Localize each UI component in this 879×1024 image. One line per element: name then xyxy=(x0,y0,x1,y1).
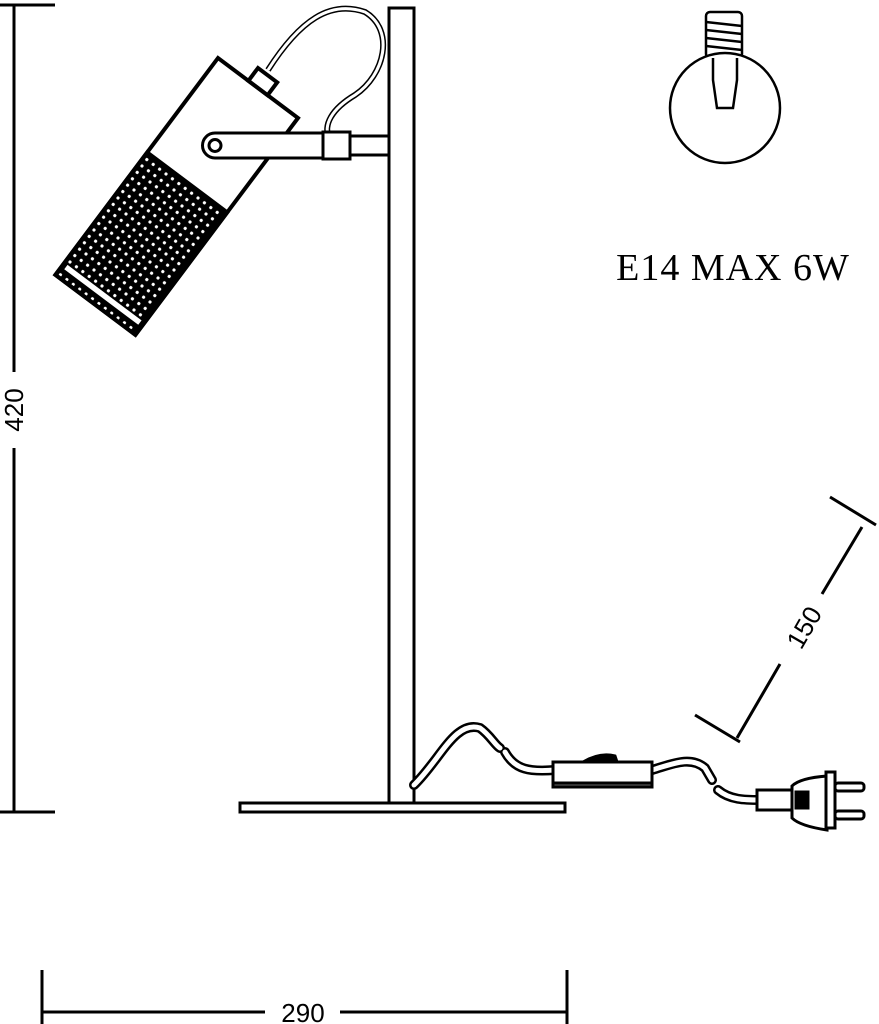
width-label: 290 xyxy=(281,998,324,1024)
lamp-pole xyxy=(238,6,567,814)
inline-switch xyxy=(551,753,654,789)
bulb-icon xyxy=(668,10,782,165)
width-dimension xyxy=(40,970,569,1024)
head-length-label: 150 xyxy=(780,601,828,654)
height-dimension xyxy=(0,3,55,814)
head-length-dimension xyxy=(694,495,877,744)
plug-icon xyxy=(755,770,866,832)
bulb-spec-label: E14 MAX 6W xyxy=(616,247,850,289)
lamp-head xyxy=(52,55,301,338)
lamp-arm xyxy=(201,130,391,161)
height-label: 420 xyxy=(0,388,29,431)
